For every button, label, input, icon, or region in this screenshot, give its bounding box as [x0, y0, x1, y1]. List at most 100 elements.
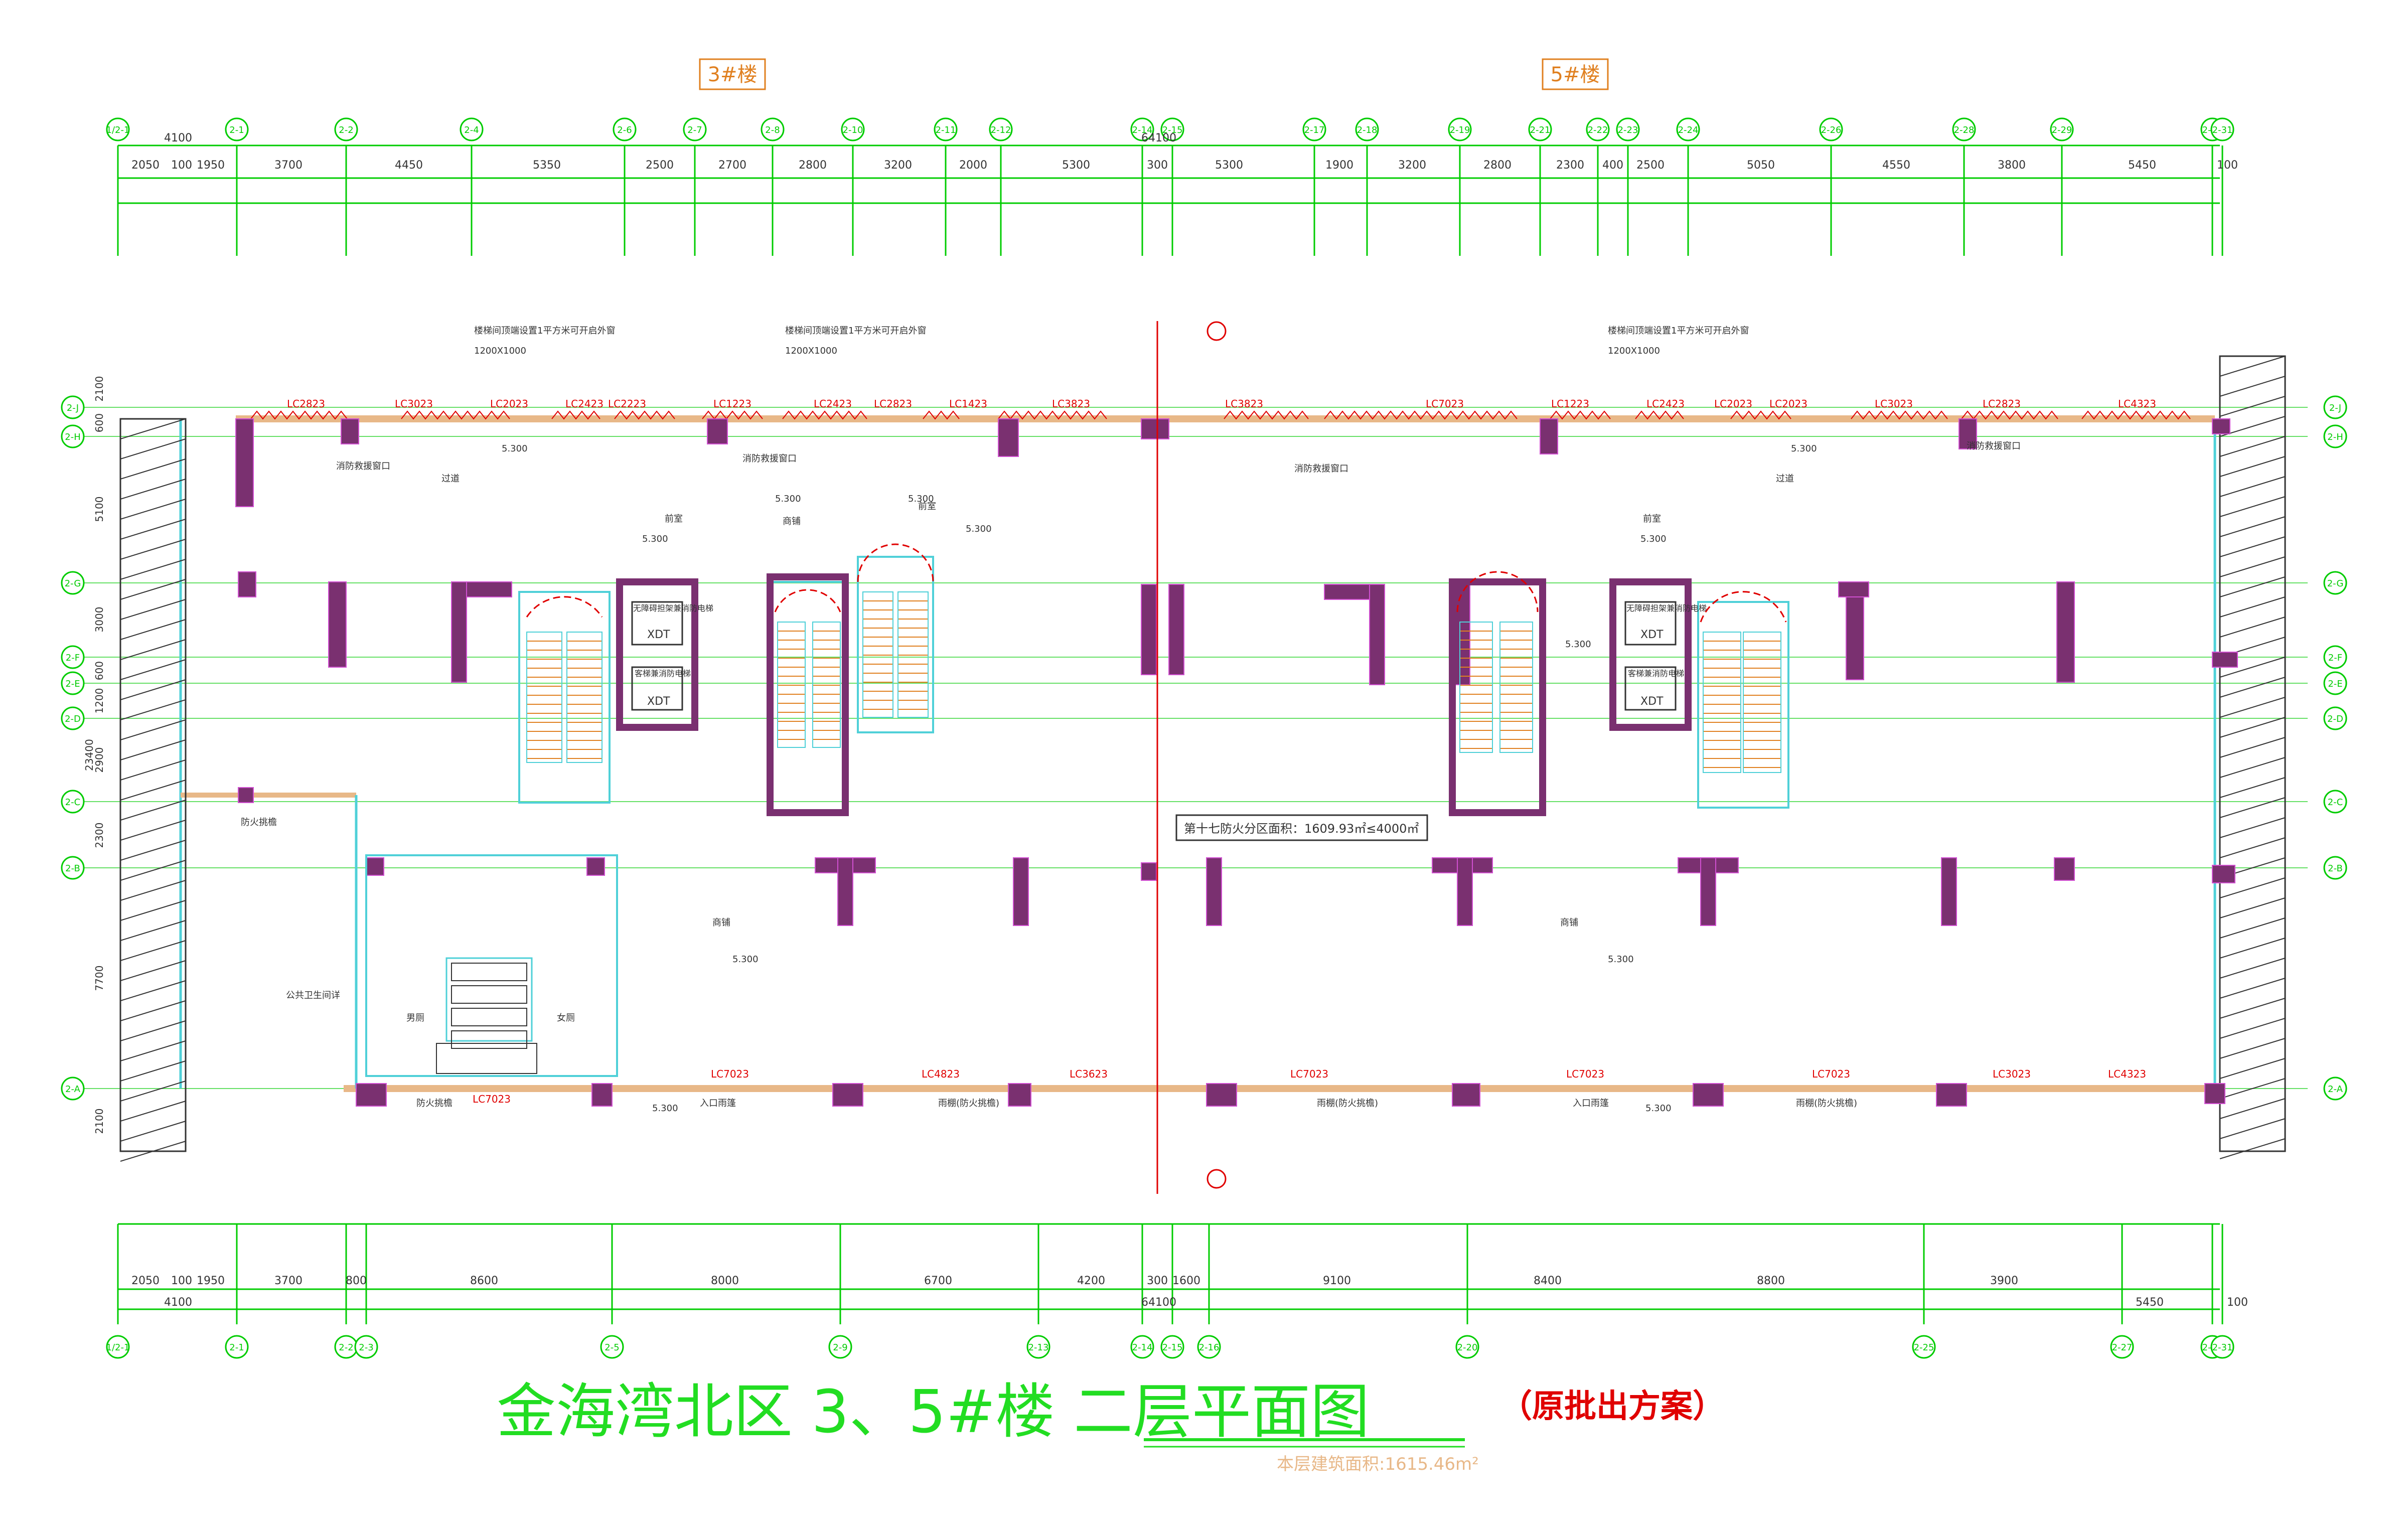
structural-column — [586, 857, 605, 876]
row-axis-label: 2-F — [66, 653, 80, 663]
window-label: LC2023 — [490, 398, 528, 410]
bottom-axis-bubble — [828, 1335, 852, 1359]
top-dim-value: 2300 — [1556, 159, 1584, 172]
bottom-axis-label: 2-15 — [1162, 1342, 1183, 1353]
stair-note-2: 楼梯间顶端设置1平方米可开启外窗 — [785, 326, 926, 336]
column-layer — [235, 418, 2238, 1107]
bottom-dimensions — [118, 1223, 2220, 1310]
hatch-line — [120, 960, 186, 981]
window-zigzag — [614, 410, 675, 420]
elevator-label-2: 客梯兼消防电梯 — [635, 669, 691, 678]
top-axis-bubble — [1130, 117, 1154, 141]
top-axis-label: 2-19 — [1450, 125, 1470, 135]
top-axis-label: 2-29 — [2052, 125, 2072, 135]
row-axis-bubble — [2323, 671, 2347, 695]
left-dim-value: 2100 — [93, 376, 105, 402]
structural-column — [1206, 857, 1222, 926]
hatch-line — [2219, 1038, 2286, 1059]
hatch-line — [2219, 817, 2286, 838]
top-axis-bubble — [1616, 117, 1640, 141]
xdt-3: XDT — [1640, 629, 1664, 641]
hatch-line — [2219, 456, 2286, 477]
structural-column — [235, 418, 254, 507]
stair-note-1: 楼梯间顶端设置1平方米可开启外窗 — [474, 326, 615, 336]
bottom-dim-value: 800 — [346, 1275, 367, 1287]
row-axis-label: 2-D — [65, 714, 81, 724]
hatch-line — [120, 1101, 186, 1122]
structural-column — [1013, 857, 1029, 926]
hatch-line — [120, 659, 186, 680]
structural-column — [1700, 857, 1716, 926]
structural-column — [1846, 584, 1864, 680]
bottom-dim-value: 3700 — [274, 1275, 303, 1287]
hatch-line — [2219, 1098, 2286, 1119]
top-dim-value: 2700 — [718, 159, 746, 172]
area-note: 本层建筑面积:1615.46m² — [1277, 1454, 1479, 1474]
top-dim-value: 100 — [2217, 159, 2238, 172]
shop-label-3: 商铺 — [1560, 917, 1578, 928]
row-axis-bubble — [61, 1076, 85, 1101]
stair-flight — [897, 591, 929, 718]
hatch-line — [2219, 978, 2286, 999]
stair-flight — [526, 632, 562, 763]
top-dim-value: 300 — [1147, 159, 1168, 172]
building-tag-right: 5#楼 — [1551, 63, 1600, 86]
hatch-line — [120, 519, 186, 540]
bottom-dim-value: 8800 — [1757, 1275, 1785, 1287]
left-core — [518, 543, 934, 816]
window-label: LC1223 — [1551, 398, 1589, 410]
row-axis-label: 2-H — [2327, 432, 2343, 442]
row-axis-label: 2-G — [2327, 578, 2344, 589]
restroom-label: 公共卫生间详 — [286, 990, 340, 1001]
hatch-line — [120, 479, 186, 500]
top-dim-value: 100 — [171, 159, 192, 172]
top-dim-value: 4450 — [395, 159, 423, 172]
hatch-line — [2219, 917, 2286, 939]
hatch-line — [2219, 837, 2286, 858]
hatch-line — [2219, 476, 2286, 497]
hatch-line — [2219, 556, 2286, 577]
row-axis-label: 2-J — [2329, 403, 2341, 413]
xdt-2: XDT — [647, 695, 670, 708]
hatch-line — [120, 1060, 186, 1082]
structural-column — [1693, 1083, 1724, 1107]
row-axis-label: 2-B — [2328, 863, 2343, 874]
hatch-line — [2219, 897, 2286, 918]
row-axis-label: 2-H — [65, 432, 80, 442]
window-label: LC4323 — [2118, 398, 2156, 410]
top-axis-bubble — [1952, 117, 1976, 141]
bottom-dim-value: 6700 — [924, 1275, 952, 1287]
xdt-1: XDT — [647, 629, 670, 641]
structural-column — [837, 857, 853, 926]
bottom-axis-bubble — [1197, 1335, 1221, 1359]
hatch-line — [120, 900, 186, 921]
structural-column — [998, 418, 1019, 457]
structural-column — [707, 418, 728, 444]
hatch-line — [120, 1081, 186, 1102]
window-zigzag — [998, 410, 1107, 420]
hatch-line — [2219, 596, 2286, 618]
row-axis-bubble — [2323, 1076, 2347, 1101]
window-label: LC2823 — [1983, 398, 2021, 410]
window-zigzag — [401, 410, 510, 420]
bottom-window-label: LC7023 — [1566, 1068, 1604, 1080]
structural-column — [1454, 584, 1470, 685]
hatch-line — [2219, 877, 2286, 898]
hatch-line — [2219, 697, 2286, 718]
drawing-title: 金海湾北区 3、5#楼 二层平面图 — [497, 1377, 1370, 1446]
bottom-axis-label: 2-20 — [1457, 1342, 1478, 1353]
bottom-dim-value: 1600 — [1172, 1275, 1200, 1287]
elevator-label-4: 客梯兼消防电梯 — [1628, 669, 1684, 678]
bottom-axis-bubble — [354, 1335, 378, 1359]
structural-column — [451, 581, 467, 683]
stair-flight — [1743, 632, 1781, 773]
bottom-window-label: LC7023 — [473, 1093, 511, 1105]
top-axis-bubble — [2210, 117, 2234, 141]
row-axis-bubble — [61, 424, 85, 448]
structural-column — [2056, 581, 2075, 683]
